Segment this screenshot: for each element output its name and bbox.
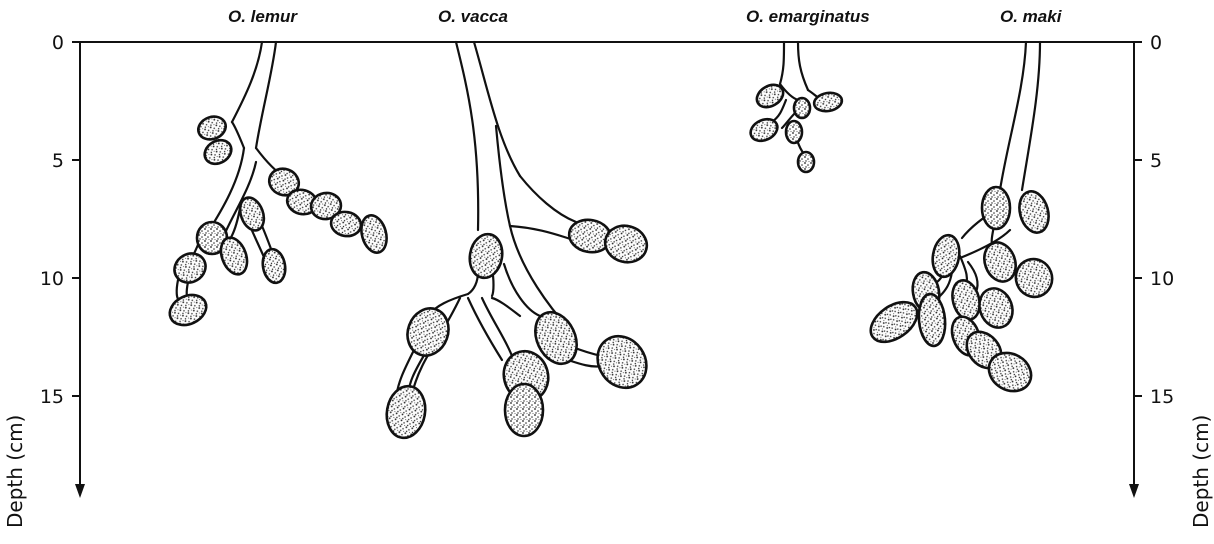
plant-maki xyxy=(864,42,1058,399)
tuber xyxy=(930,233,963,279)
plant-emarginatus xyxy=(747,42,843,172)
species-label-maki: O. maki xyxy=(1000,7,1063,26)
left-tick-label: 10 xyxy=(40,268,64,290)
tuber xyxy=(383,383,429,441)
tuber xyxy=(200,135,235,168)
tuber xyxy=(588,327,657,398)
tuber xyxy=(195,113,229,143)
right-axis-arrowhead xyxy=(1129,484,1139,498)
right-tick-label: 15 xyxy=(1150,386,1174,408)
tuber xyxy=(357,213,390,256)
tubers-vacca xyxy=(383,217,657,441)
tubers-maki xyxy=(864,187,1058,399)
species-label-emarginatus: O. emarginatus xyxy=(746,7,870,26)
tuber xyxy=(165,289,211,330)
plant-vacca xyxy=(383,42,657,441)
tuber xyxy=(1011,254,1058,302)
right-tick-label: 0 xyxy=(1150,32,1162,54)
tuber xyxy=(794,98,810,118)
tuber xyxy=(917,293,947,347)
tuber xyxy=(505,384,543,436)
tuber xyxy=(982,187,1010,229)
right-tick-label: 5 xyxy=(1150,150,1162,172)
tuber xyxy=(466,232,505,281)
left-tick-label: 5 xyxy=(52,150,64,172)
right-tick-label: 10 xyxy=(1150,268,1174,290)
tuber xyxy=(974,284,1018,333)
right-depth-axis: 0 5 10 15 Depth (cm) xyxy=(1129,32,1213,528)
right-axis-title: Depth (cm) xyxy=(1189,415,1213,528)
left-axis-title: Depth (cm) xyxy=(3,415,27,528)
tuber xyxy=(260,247,288,284)
tubers-emarginatus xyxy=(747,80,843,172)
left-depth-axis: 0 5 10 15 Depth (cm) xyxy=(3,32,85,528)
tuber xyxy=(1015,188,1053,236)
tuber xyxy=(813,91,844,114)
left-tick-label: 15 xyxy=(40,386,64,408)
plant-lemur xyxy=(165,42,391,331)
tuber xyxy=(401,303,455,362)
species-label-vacca: O. vacca xyxy=(438,7,508,26)
tuber xyxy=(786,121,802,143)
tuber xyxy=(169,248,211,288)
tubers-lemur xyxy=(165,113,391,331)
tuber xyxy=(798,152,814,172)
species-label-lemur: O. lemur xyxy=(228,7,298,26)
left-tick-label: 0 xyxy=(52,32,64,54)
left-axis-arrowhead xyxy=(75,484,85,498)
